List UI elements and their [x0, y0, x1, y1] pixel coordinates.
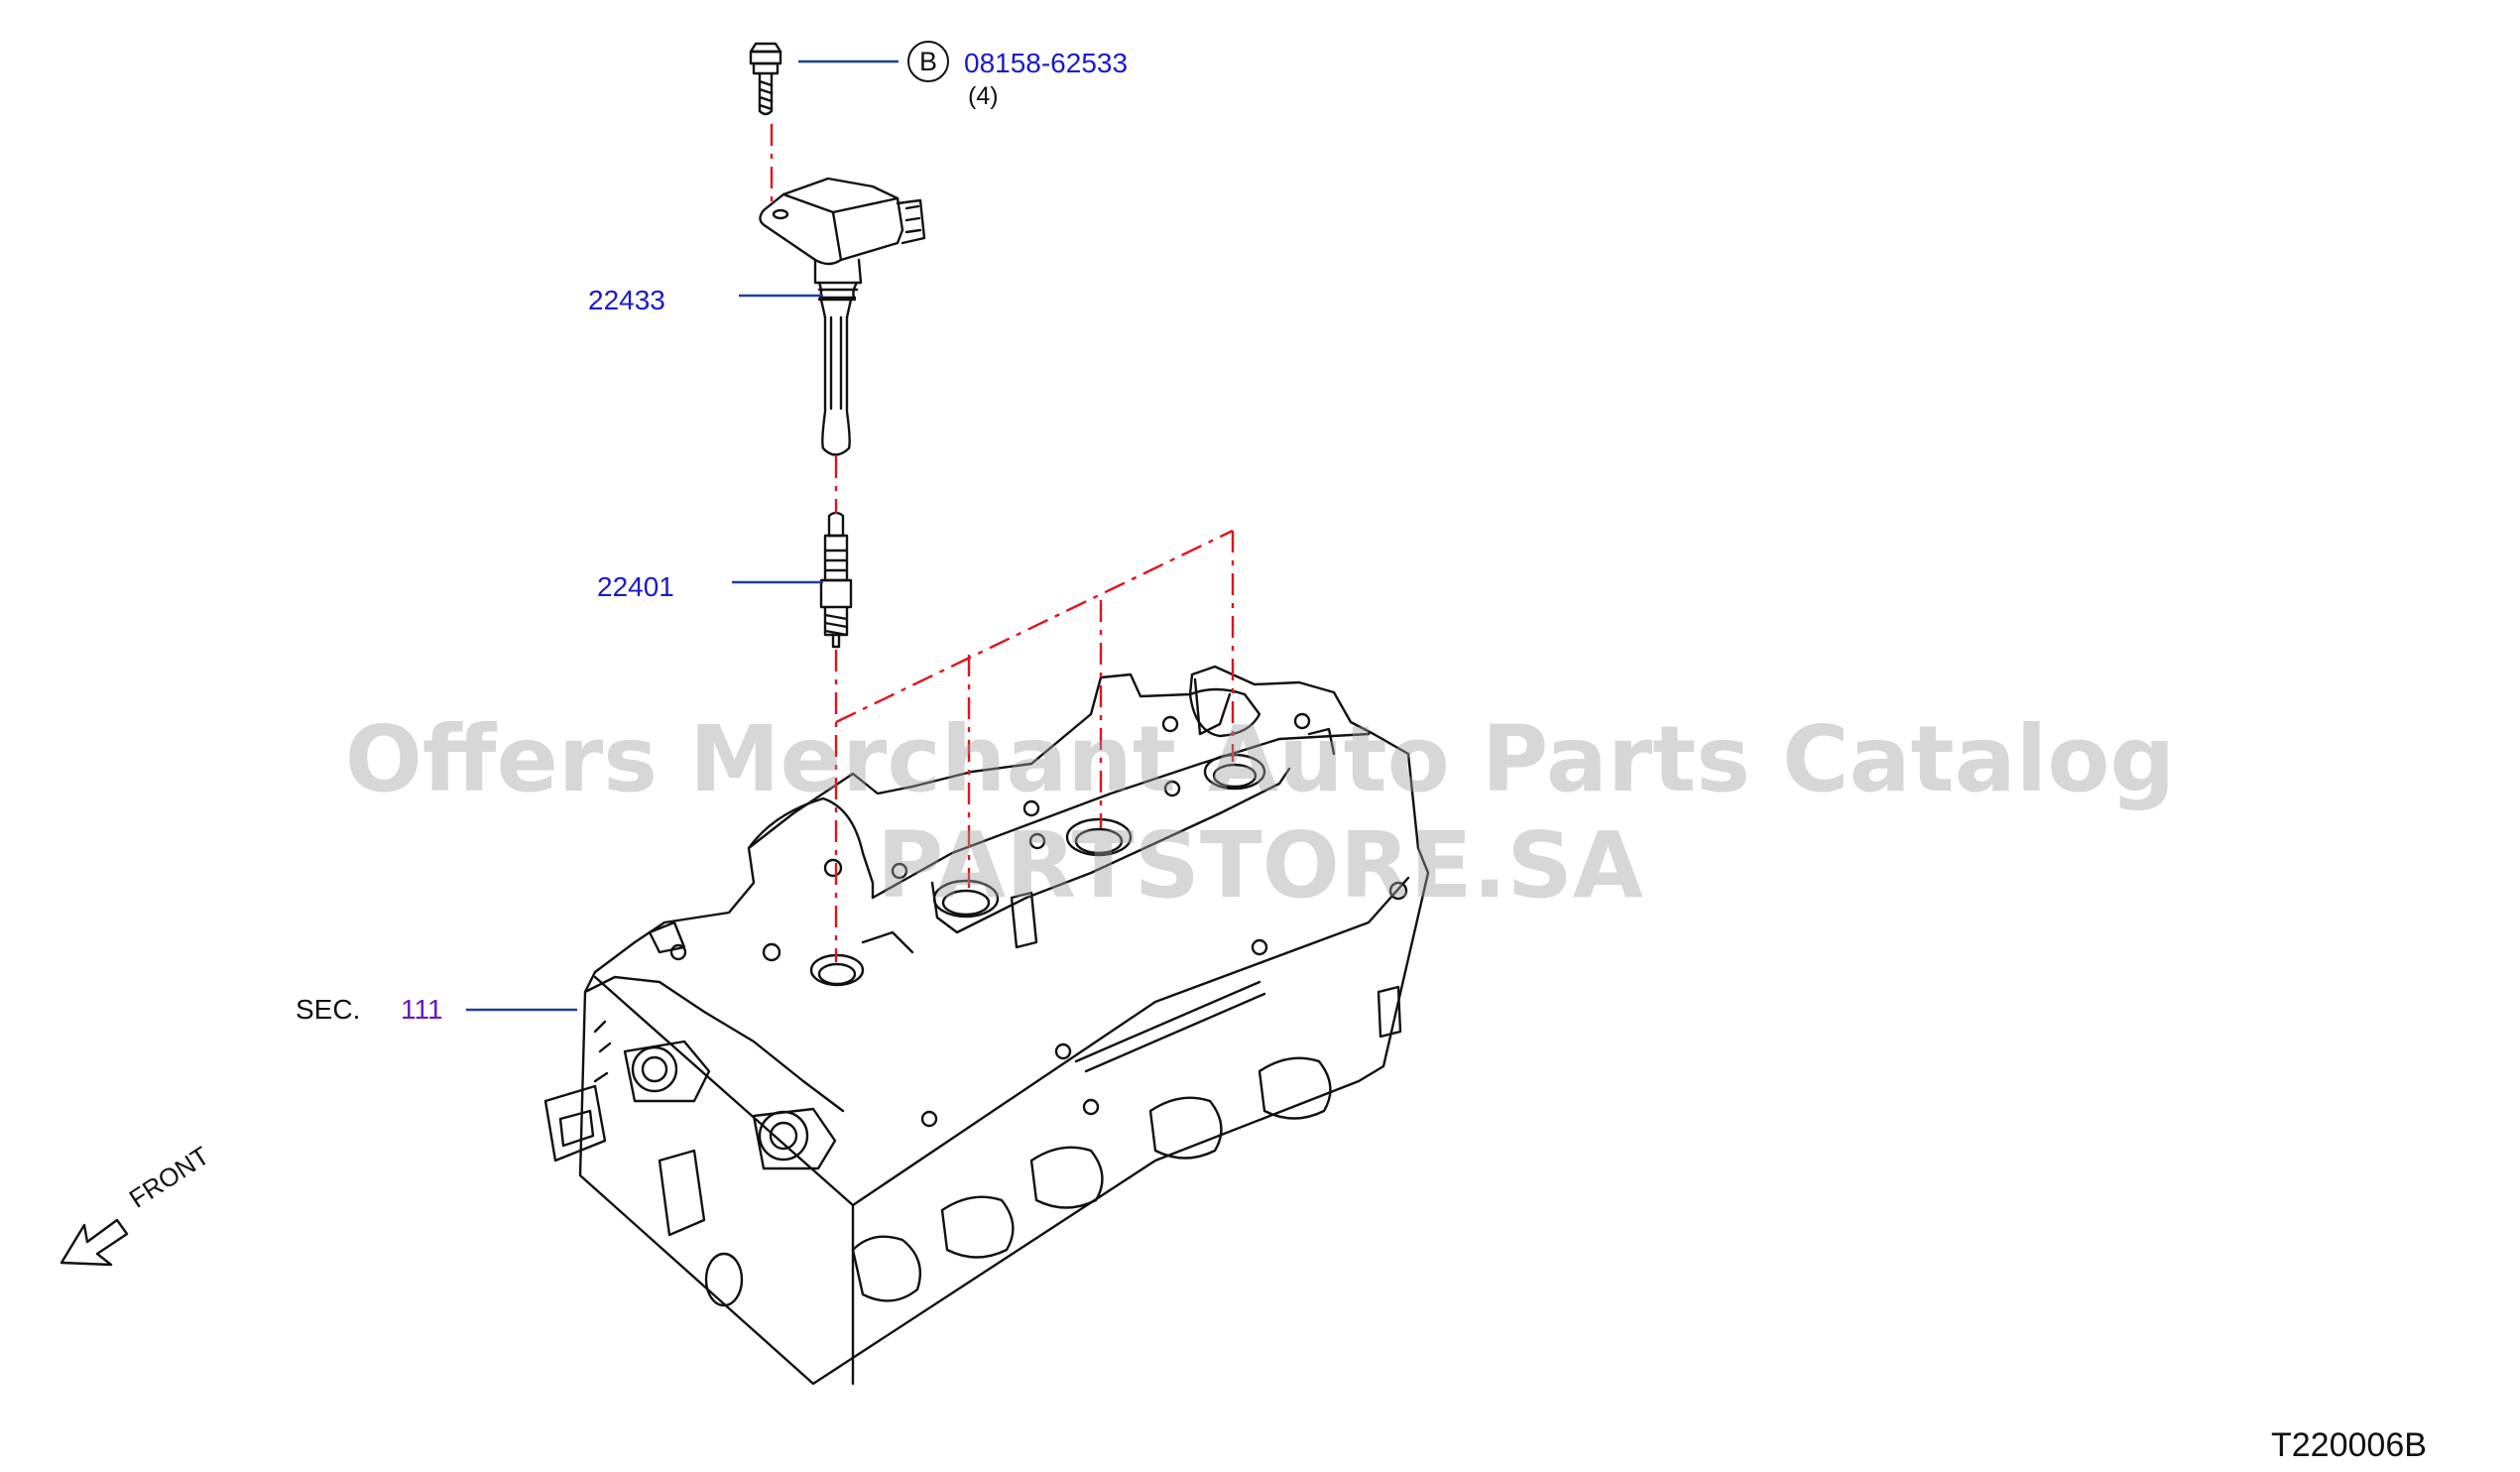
front-arrow-drawing	[60, 1218, 129, 1267]
bolt-ref-letter: B	[918, 47, 937, 76]
bolt-quantity: (4)	[968, 82, 999, 110]
centerlines	[770, 124, 1235, 962]
spark-plug-part-number-link[interactable]: 22401	[597, 571, 674, 602]
cylinder-head-drawing	[543, 665, 1430, 1386]
section-prefix: SEC.	[296, 994, 361, 1025]
diagram-code: T220006B	[2271, 1426, 2427, 1464]
ignition-coil-part-number-link[interactable]: 22433	[588, 285, 665, 315]
spark-plug-drawing	[819, 511, 853, 649]
bolt-part-number-link[interactable]: 08158-62533	[964, 48, 1129, 78]
bolt-drawing	[749, 42, 782, 116]
leader-lines	[466, 60, 899, 1012]
ignition-coil-drawing	[759, 177, 926, 456]
bolt-ref-bubble: B	[907, 41, 949, 82]
section-number-link[interactable]: 111	[401, 994, 443, 1025]
